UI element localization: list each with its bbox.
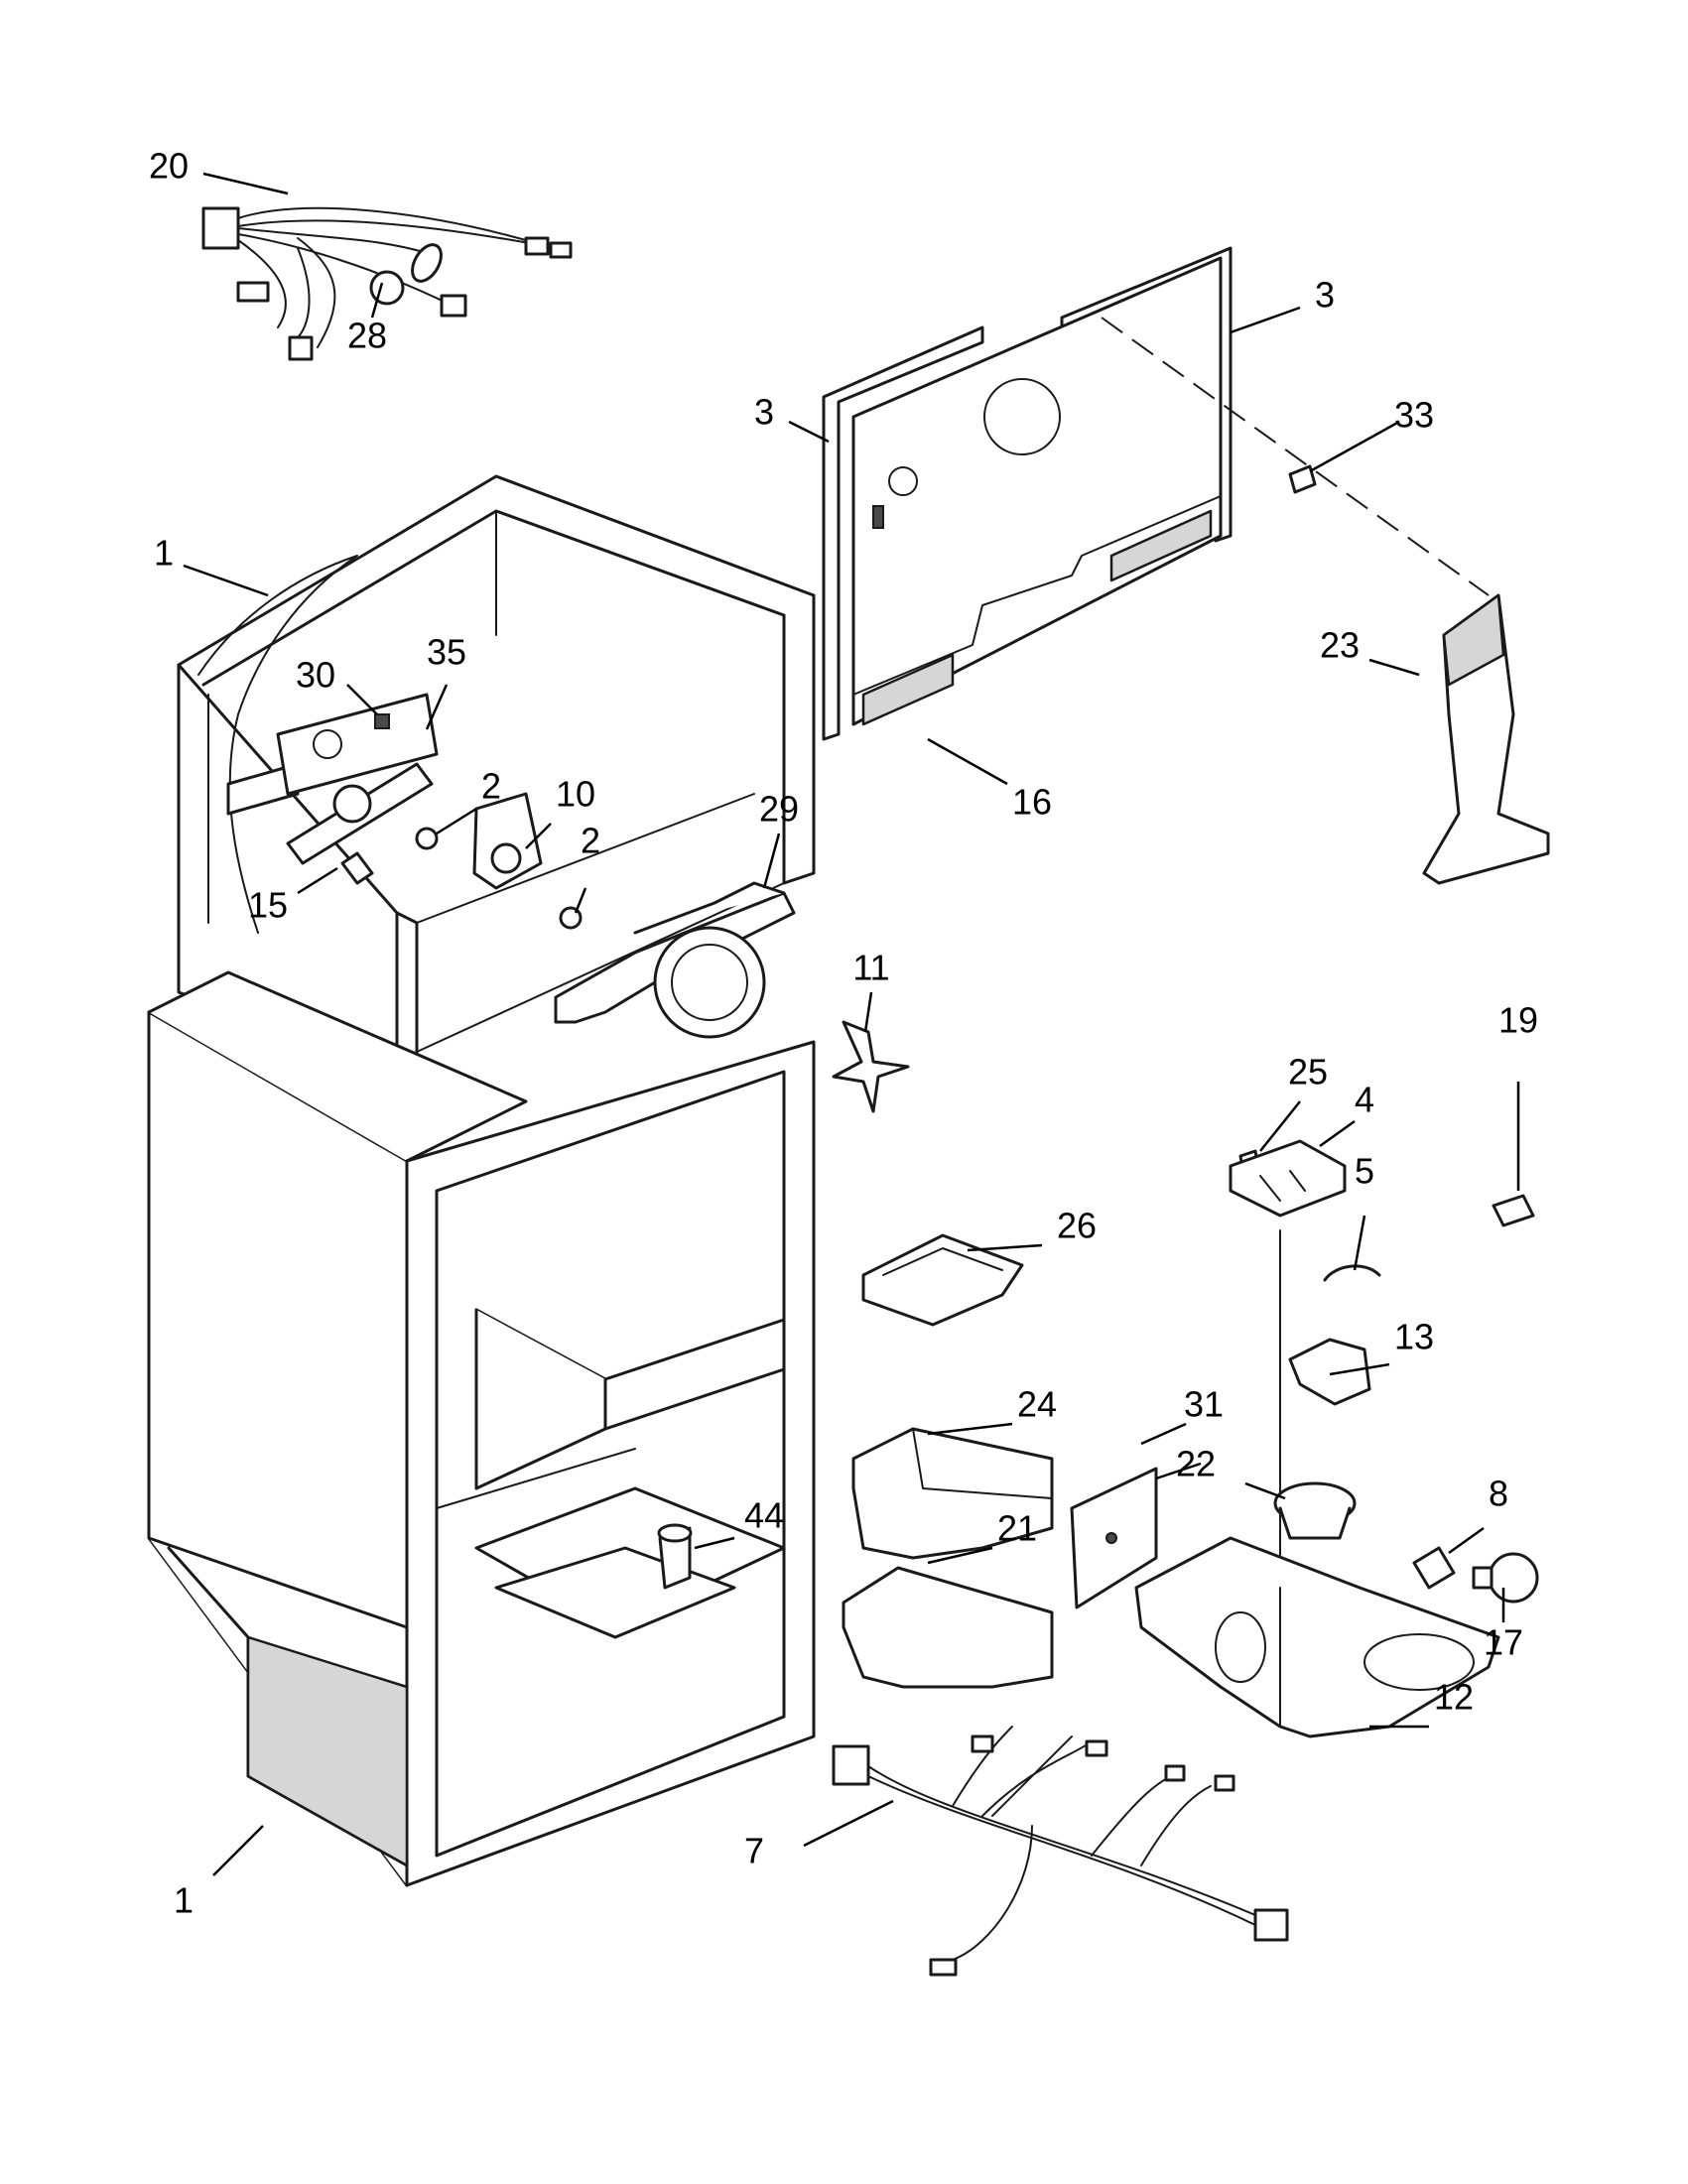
callout-19: 19 (1498, 1000, 1538, 1041)
crisper-cover-part-24 (851, 1427, 1054, 1560)
callout-12: 12 (1434, 1677, 1474, 1718)
callout-3: 3 (754, 392, 774, 433)
socket-part-8 (1412, 1546, 1456, 1590)
callout-1: 1 (154, 533, 174, 574)
callout-20: 20 (149, 146, 189, 187)
callout-25: 25 (1288, 1052, 1328, 1092)
motor-part-10 (472, 792, 543, 890)
callout-1: 1 (174, 1880, 194, 1921)
callout-8: 8 (1489, 1474, 1508, 1514)
callout-13: 13 (1394, 1317, 1434, 1357)
callout-16: 16 (1012, 782, 1052, 823)
nut-part-2 (415, 827, 583, 930)
fan-blade-part-11 (832, 1020, 910, 1113)
fan-shroud-part-29 (554, 881, 796, 1039)
callout-3: 3 (1315, 275, 1335, 316)
callout-33: 33 (1394, 395, 1434, 436)
callout-17: 17 (1484, 1622, 1523, 1663)
callout-24: 24 (1017, 1384, 1057, 1425)
callout-10: 10 (556, 774, 595, 815)
clip-part-19 (1492, 1194, 1535, 1227)
callout-22: 22 (1176, 1444, 1216, 1484)
freezer-liner-part-1 (177, 474, 816, 1074)
screw-part-33 (1101, 317, 1490, 596)
grommet-part-22 (1273, 1481, 1357, 1540)
callout-labels: 20 28 3 3 33 1 30 35 2 10 2 29 15 16 23 … (149, 146, 1538, 1921)
air-duct-part-23 (1422, 593, 1550, 885)
callout-35: 35 (427, 632, 466, 673)
callout-23: 23 (1320, 625, 1360, 666)
callout-21: 21 (997, 1508, 1037, 1549)
callout-15: 15 (248, 885, 288, 926)
rear-panel-part-16 (851, 256, 1223, 726)
callout-2: 2 (481, 766, 501, 807)
refrigerator-liner-part-1 (147, 970, 816, 1887)
control-parts-30-35-15 (286, 713, 434, 885)
wire-harness-part-7 (832, 1726, 1289, 1977)
damper-part-44 (657, 1523, 693, 1590)
callout-2: 2 (581, 821, 600, 861)
callout-31: 31 (1184, 1384, 1224, 1425)
control-parts-25-4-5-13 (1229, 1139, 1381, 1589)
callout-11: 11 (852, 948, 889, 988)
callout-7: 7 (744, 1831, 764, 1871)
bulb-part-17 (1472, 1552, 1539, 1604)
wire-harness-part-20 (201, 206, 573, 361)
callout-30: 30 (296, 655, 335, 696)
callout-28: 28 (347, 316, 387, 356)
light-housing-part-26 (861, 1233, 1024, 1327)
callout-26: 26 (1057, 1206, 1097, 1246)
leader-lines (183, 172, 1520, 1876)
callout-29: 29 (759, 789, 799, 830)
callout-44: 44 (744, 1495, 784, 1536)
cover-part-21 (842, 1566, 1054, 1689)
callout-5: 5 (1355, 1151, 1374, 1192)
callout-4: 4 (1355, 1080, 1374, 1120)
plate-part-31 (1070, 1467, 1158, 1609)
